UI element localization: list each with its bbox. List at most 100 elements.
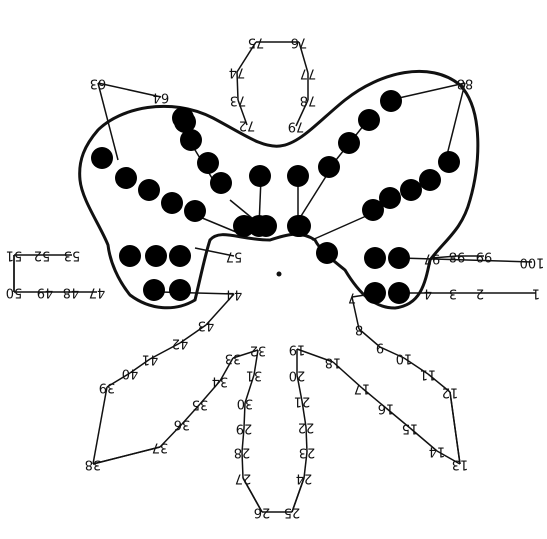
number-label-8: 8	[355, 322, 363, 337]
number-label-49: 49	[37, 285, 54, 300]
number-label-1: 1	[532, 286, 540, 301]
number-label-75: 75	[248, 35, 265, 50]
bottom-petal-path-segment	[241, 451, 244, 479]
bottom-petal-path-segment	[253, 349, 259, 376]
filled-dot	[255, 215, 277, 237]
number-label-12: 12	[442, 385, 459, 400]
connecting-lines	[13, 41, 536, 513]
guide-segment	[92, 446, 161, 465]
filled-dot	[174, 111, 196, 133]
filled-dot	[388, 247, 410, 269]
filled-dot	[419, 169, 441, 191]
number-label-2: 2	[476, 286, 484, 301]
number-label-16: 16	[378, 401, 395, 416]
number-label-13: 13	[452, 457, 469, 472]
number-label-11: 11	[420, 367, 437, 382]
bottom-petal-path-segment	[205, 293, 235, 326]
bottom-petal-path-segment	[379, 346, 405, 359]
number-label-97: 97	[424, 251, 441, 266]
filled-dot	[169, 279, 191, 301]
number-label-40: 40	[122, 366, 139, 381]
number-label-50: 50	[6, 285, 23, 300]
filled-dot	[145, 245, 167, 267]
number-label-73: 73	[230, 93, 247, 108]
number-label-43: 43	[198, 318, 215, 333]
bottom-petal-path-segment	[403, 357, 429, 375]
number-label-98: 98	[449, 249, 466, 264]
bottom-petal-path-segment	[92, 386, 108, 465]
number-label-79: 79	[288, 119, 305, 134]
number-label-100: 100	[520, 255, 545, 270]
number-label-74: 74	[229, 65, 246, 80]
bottom-petal-path-segment	[199, 380, 221, 405]
number-label-63: 63	[90, 76, 107, 91]
number-label-47: 47	[89, 285, 106, 300]
bottom-petal-path-segment	[232, 349, 259, 359]
number-label-14: 14	[429, 444, 446, 459]
number-label-3: 3	[449, 286, 457, 301]
filled-dot	[438, 151, 460, 173]
filled-dot	[184, 200, 206, 222]
guide-segment	[431, 255, 458, 259]
number-label-32: 32	[250, 343, 267, 358]
number-label-18: 18	[325, 355, 342, 370]
filled-dot	[364, 247, 386, 269]
filled-dot	[388, 282, 410, 304]
number-label-22: 22	[298, 420, 315, 435]
filled-dot	[115, 167, 137, 189]
number-label-28: 28	[234, 445, 251, 460]
top-antenna-path-segment	[295, 99, 309, 127]
guide-segment	[242, 477, 263, 513]
filled-dot	[287, 165, 309, 187]
number-label-77: 77	[300, 66, 317, 81]
bottom-petal-path-segment	[179, 324, 207, 344]
top-antenna-path-segment	[236, 41, 257, 73]
bottom-petal-path-segment	[181, 403, 201, 425]
number-labels: 1234789101112131415161718192021222324252…	[6, 35, 545, 520]
filled-dots	[91, 90, 460, 304]
filled-dot	[197, 152, 219, 174]
number-label-57: 57	[226, 249, 243, 264]
number-label-30: 30	[237, 396, 254, 411]
number-label-25: 25	[284, 505, 301, 520]
bottom-petal-path-segment	[244, 374, 255, 404]
top-antenna-path-segment	[298, 41, 309, 74]
guide-segment	[399, 257, 533, 263]
bottom-petal-path-segment	[427, 373, 451, 393]
number-label-31: 31	[246, 368, 263, 383]
filled-dot	[400, 179, 422, 201]
filled-dot	[119, 245, 141, 267]
number-label-33: 33	[225, 351, 242, 366]
filled-dot	[289, 215, 311, 237]
filled-dot	[180, 129, 202, 151]
guide-segment	[291, 477, 305, 513]
number-label-76: 76	[291, 35, 308, 50]
filled-dot	[249, 165, 271, 187]
top-antenna-path-segment	[236, 71, 239, 101]
number-label-41: 41	[142, 352, 159, 367]
filled-dot	[143, 279, 165, 301]
spoke-segment	[311, 212, 374, 241]
filled-dot	[364, 282, 386, 304]
guide-segment	[97, 82, 162, 98]
filled-dot	[380, 90, 402, 112]
bottom-petal-path-segment	[351, 296, 360, 330]
number-label-44: 44	[226, 287, 243, 302]
bottom-petal-path-segment	[303, 451, 308, 479]
number-label-42: 42	[172, 336, 189, 351]
bottom-petal-path-segment	[436, 450, 461, 465]
bottom-petal-path-segment	[296, 374, 303, 402]
filled-dot	[233, 215, 255, 237]
number-label-38: 38	[85, 457, 102, 472]
number-label-51: 51	[6, 248, 23, 263]
number-label-99: 99	[476, 249, 493, 264]
guide-segment	[449, 391, 461, 465]
bottom-petal-path-segment	[129, 358, 151, 374]
bottom-petal-path-segment	[301, 400, 307, 428]
number-label-17: 17	[354, 381, 371, 396]
number-label-72: 72	[239, 118, 256, 133]
filled-dot	[318, 156, 340, 178]
number-label-23: 23	[299, 445, 316, 460]
bottom-petal-path-segment	[219, 357, 234, 382]
